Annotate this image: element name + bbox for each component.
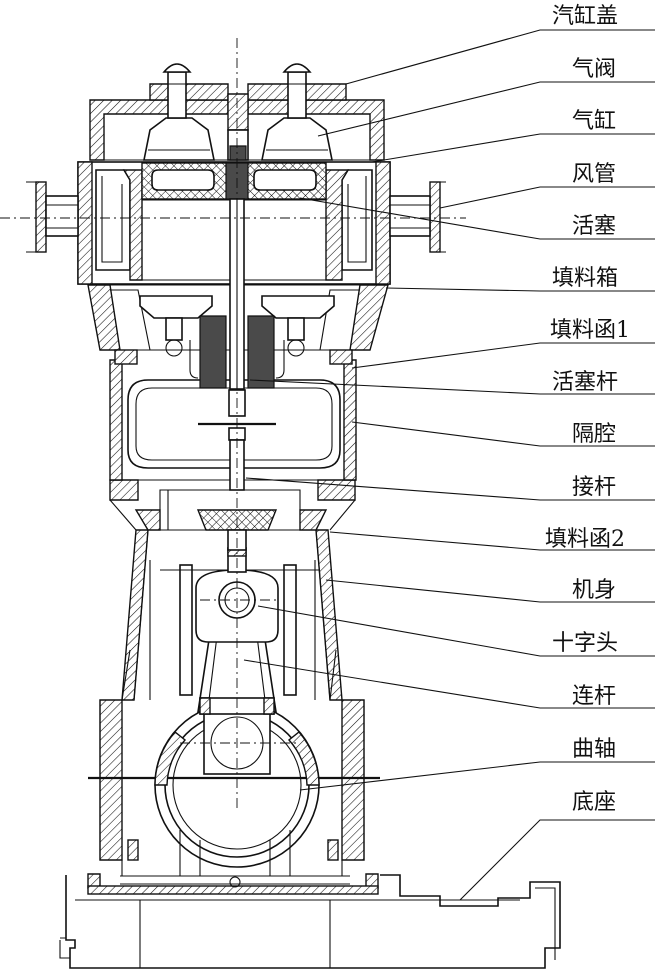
leader-partition-chamber — [351, 421, 655, 447]
label-air-valve: 气阀 — [572, 57, 616, 82]
stuffing-box-drawing — [87, 284, 389, 389]
label-packing-case-2: 填料函2 — [545, 527, 625, 552]
label-cylinder: 气缸 — [572, 109, 616, 134]
label-crankshaft: 曲轴 — [572, 737, 616, 762]
cylinder-drawing — [26, 161, 446, 285]
leader-packing-case-2 — [329, 531, 655, 551]
leader-air-pipe — [439, 186, 655, 209]
leader-connecting-rod-extension — [245, 477, 655, 501]
leader-crankshaft — [299, 761, 655, 791]
label-connecting-rod: 连杆 — [572, 684, 616, 709]
leader-crosshead — [257, 605, 655, 657]
label-piston: 活塞 — [572, 214, 616, 239]
leader-packing-case-1 — [351, 342, 655, 369]
leader-lines — [243, 29, 655, 901]
label-partition-chamber: 隔腔 — [572, 422, 616, 447]
centerlines — [0, 38, 466, 810]
label-frame: 机身 — [572, 578, 616, 603]
leader-piston — [299, 197, 655, 240]
label-base: 底座 — [572, 790, 616, 815]
leader-frame — [325, 579, 655, 603]
leader-cylinder-cover — [345, 29, 655, 85]
leader-air-valve — [317, 81, 655, 137]
leader-stuffing-box — [385, 287, 655, 292]
label-cylinder-cover: 汽缸盖 — [552, 4, 618, 29]
label-crosshead: 十字头 — [552, 631, 618, 656]
label-packing-case-1: 填料函1 — [550, 318, 630, 343]
base-drawing — [59, 873, 561, 969]
frame-drawing — [88, 529, 380, 888]
label-connecting-rod-extension: 接杆 — [572, 475, 616, 500]
leader-cylinder — [371, 133, 655, 163]
label-air-pipe: 风管 — [572, 162, 616, 187]
partition-chamber-drawing — [109, 359, 357, 481]
label-stuffing-box: 填料箱 — [552, 266, 618, 291]
label-piston-rod: 活塞杆 — [552, 370, 618, 395]
leader-base — [459, 819, 655, 901]
leader-connecting-rod — [243, 659, 655, 709]
labels: 汽缸盖 气阀 气缸 风管 活塞 填料箱 填料函1 活塞杆 隔腔 接杆 填料函2 … — [545, 4, 630, 815]
leader-piston-rod — [249, 379, 655, 395]
cylinder-cover-drawing — [89, 63, 385, 161]
